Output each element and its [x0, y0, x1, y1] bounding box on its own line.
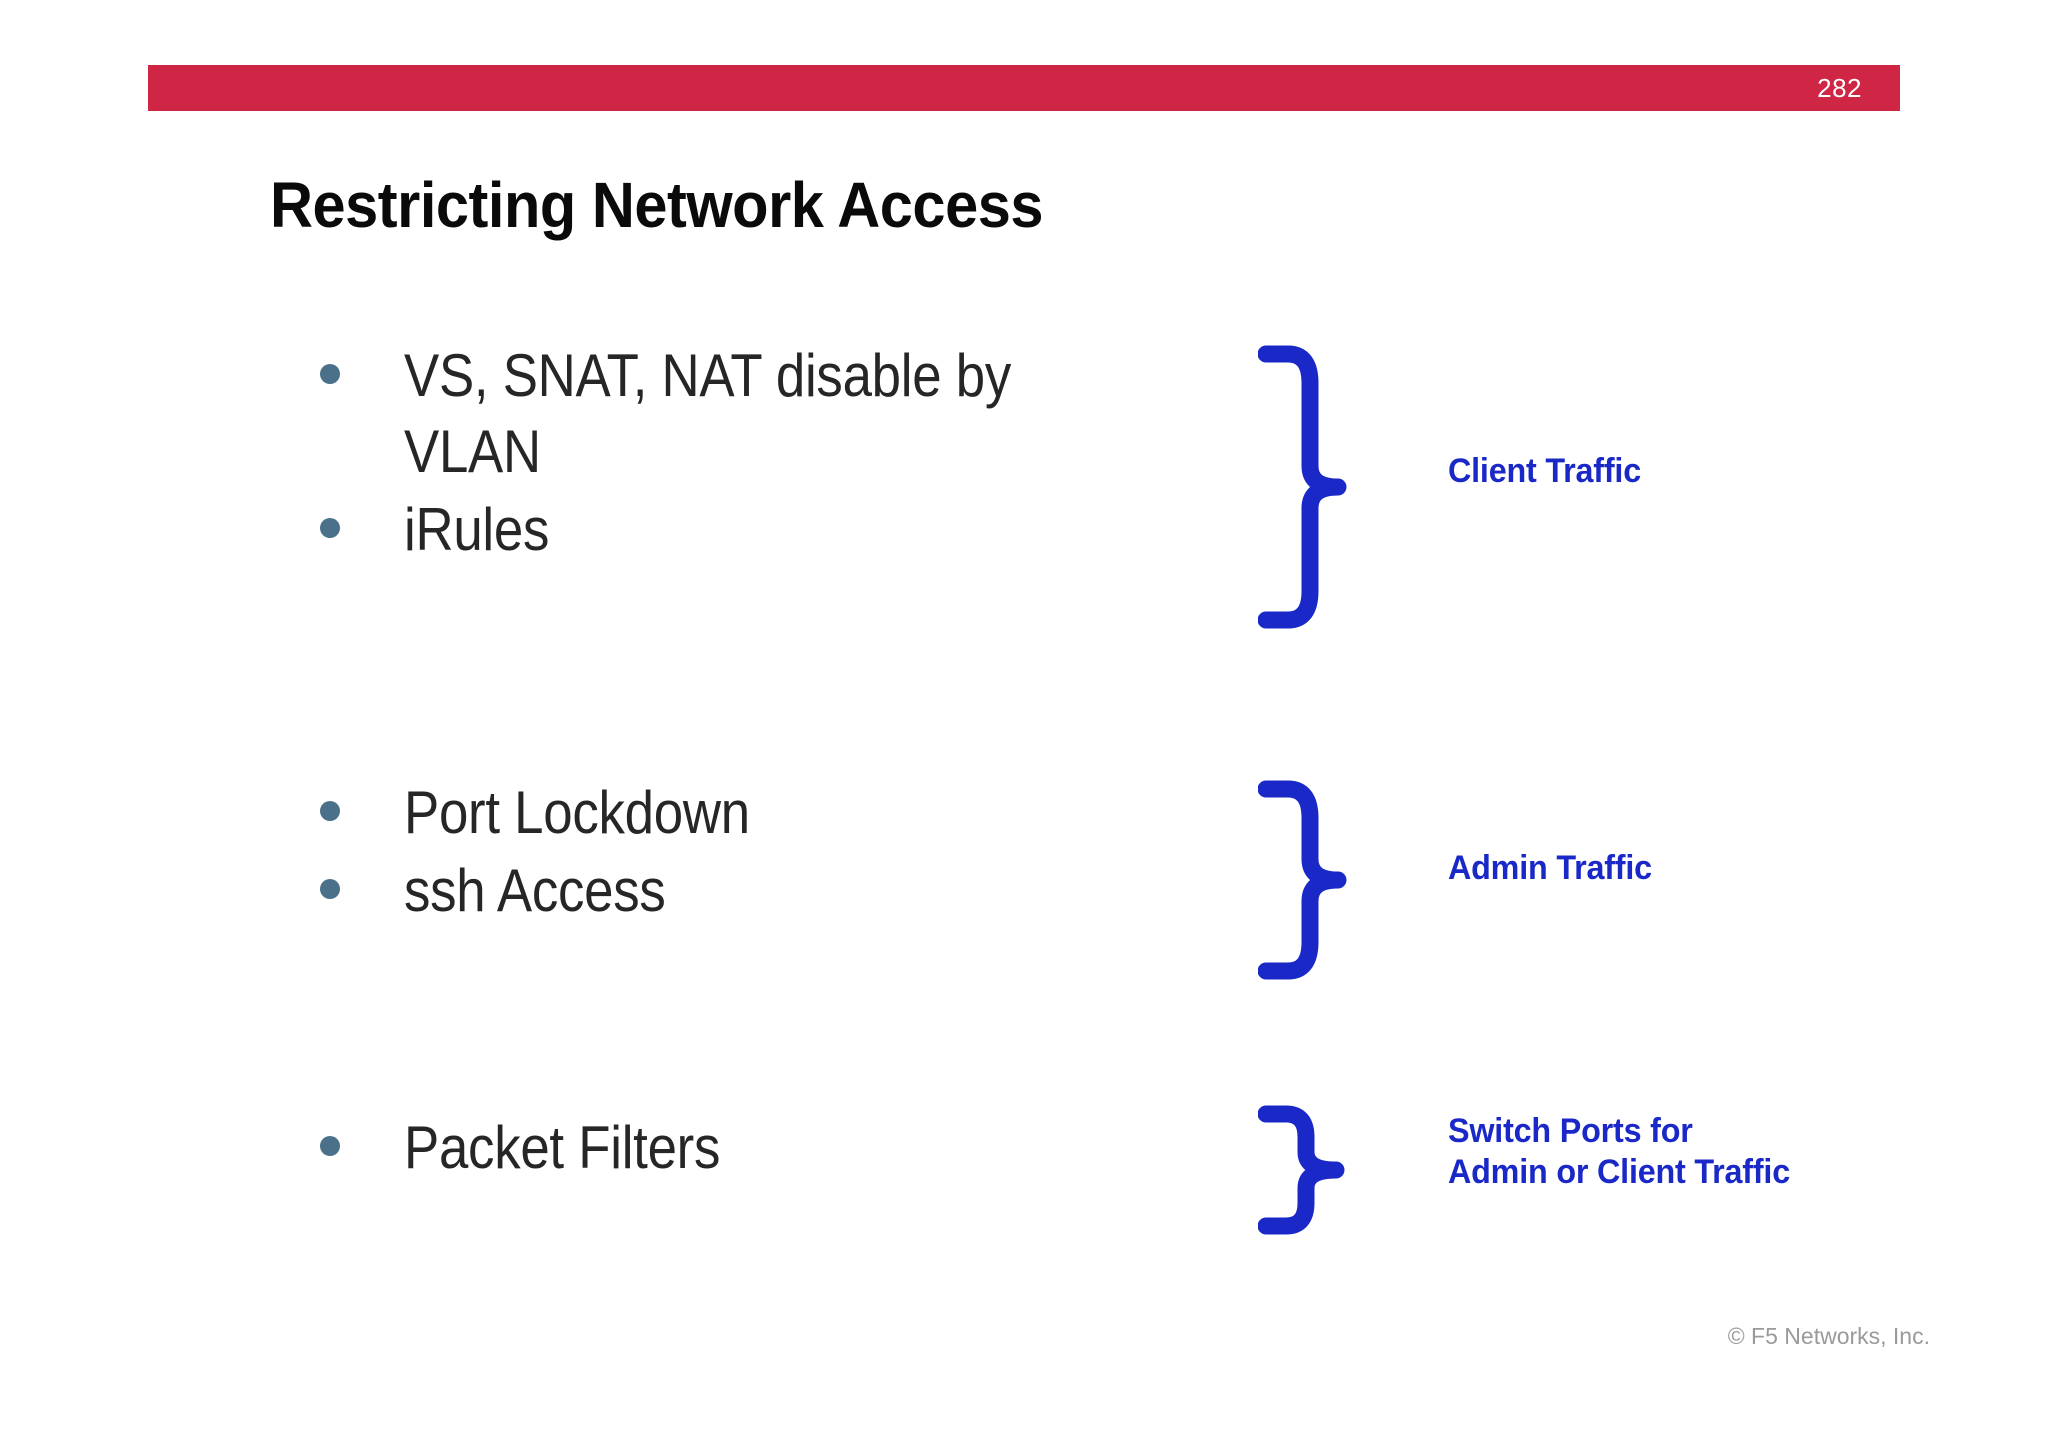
annotation-client-traffic: Client Traffic: [1258, 345, 1878, 630]
annotation-label-line1: Switch Ports for: [1448, 1112, 1693, 1150]
bullet-group-client-traffic: VS, SNAT, NAT disable by VLAN iRules: [320, 338, 1180, 571]
annotation-label: Admin Traffic: [1448, 849, 1652, 887]
bullet-group-switch-ports: Packet Filters: [320, 1110, 1180, 1188]
annotation-label: Client Traffic: [1448, 452, 1641, 490]
header-red-band: 282: [148, 65, 1900, 111]
bullet-group-admin-traffic: Port Lockdown ssh Access: [320, 775, 1180, 931]
list-item: Port Lockdown: [320, 775, 1180, 851]
curly-brace-icon: [1258, 1105, 1345, 1235]
list-item: ssh Access: [320, 853, 1180, 929]
curly-brace-icon: [1258, 780, 1347, 980]
curly-brace-icon: [1258, 345, 1347, 629]
list-item-label: iRules: [404, 496, 550, 564]
list-item-label: Packet Filters: [404, 1114, 721, 1181]
page-title: Restricting Network Access: [270, 169, 1043, 241]
list-item-label: ssh Access: [404, 857, 666, 925]
bullet-dot-icon: [320, 879, 340, 900]
list-item: Packet Filters: [320, 1110, 1180, 1186]
page-number: 282: [1817, 73, 1862, 103]
footer-copyright: © F5 Networks, Inc.: [1727, 1323, 1930, 1349]
annotation-label-line2: Admin or Client Traffic: [1448, 1152, 1790, 1191]
annotation-admin-traffic: Admin Traffic: [1258, 780, 1878, 980]
bullet-dot-icon: [320, 801, 340, 821]
list-item: iRules: [320, 492, 1180, 568]
bullet-dot-icon: [320, 364, 340, 384]
annotation-label-multiline: Switch Ports for Admin or Client Traffic: [1448, 1111, 1790, 1193]
list-item: VS, SNAT, NAT disable by VLAN: [320, 338, 1180, 490]
annotation-switch-ports: Switch Ports for Admin or Client Traffic: [1258, 1105, 1938, 1235]
list-item-label: VS, SNAT, NAT disable by VLAN: [404, 342, 1011, 486]
bullet-dot-icon: [320, 1136, 340, 1156]
list-item-label: Port Lockdown: [404, 779, 750, 846]
bullet-dot-icon: [320, 518, 340, 539]
